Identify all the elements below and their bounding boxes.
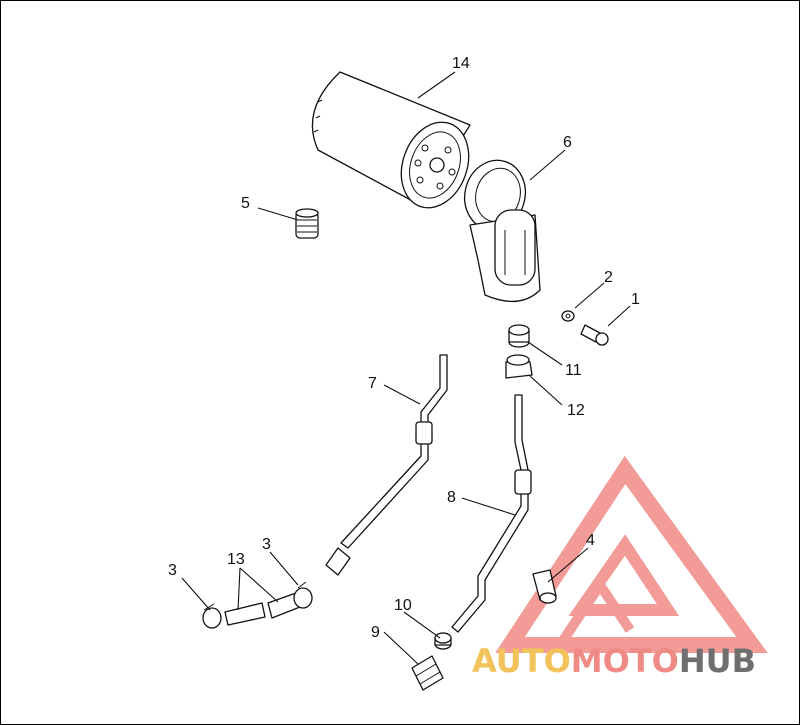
callout-3-right: 3 (262, 536, 271, 553)
callout-11: 11 (565, 362, 582, 379)
part-screw (580, 324, 609, 346)
watermark-logo (495, 455, 768, 653)
logo-m-stroke (555, 575, 635, 648)
callout-1: 1 (631, 291, 640, 308)
callout-9: 9 (371, 624, 380, 641)
part-hose-left (224, 602, 266, 626)
wm-auto: AUTO (472, 642, 571, 680)
logo-triangle (495, 455, 768, 653)
svg-text:AUTOMOTOHUB: AUTOMOTOHUB (472, 642, 756, 680)
part-clamp-left (202, 603, 222, 629)
wm-moto: MOTO (571, 642, 679, 680)
part-bushing (508, 324, 530, 348)
callout-6: 6 (563, 134, 572, 151)
part-seal (434, 632, 452, 650)
callout-8: 8 (447, 489, 456, 506)
callout-13: 13 (227, 551, 245, 568)
callout-labels: 14 6 5 2 1 11 12 7 8 4 10 9 3 3 13 (168, 55, 640, 641)
callout-3-left: 3 (168, 562, 177, 579)
callout-4: 4 (586, 532, 595, 549)
part-fitting (505, 354, 533, 379)
callout-7: 7 (368, 375, 377, 392)
part-sleeve (532, 569, 557, 604)
callout-12: 12 (567, 402, 585, 419)
part-threaded-nipple (295, 208, 319, 239)
part-hose-fitting (411, 655, 444, 691)
wm-hub: HUB (679, 642, 756, 680)
watermark-wordmark: AUTOMOTOHUB (472, 642, 756, 680)
part-oil-line-upper (325, 354, 448, 576)
part-filter-adapter (463, 159, 541, 302)
callout-14: 14 (452, 55, 470, 72)
callout-5: 5 (241, 195, 250, 212)
part-washer (561, 310, 575, 322)
logo-inner-triangle (568, 534, 680, 616)
part-clamp-right (293, 581, 313, 609)
callout-10: 10 (394, 597, 412, 614)
callout-2: 2 (604, 269, 613, 286)
leader-lines (181, 71, 631, 665)
part-oil-line-lower (451, 394, 532, 633)
part-oil-filter (311, 71, 471, 209)
